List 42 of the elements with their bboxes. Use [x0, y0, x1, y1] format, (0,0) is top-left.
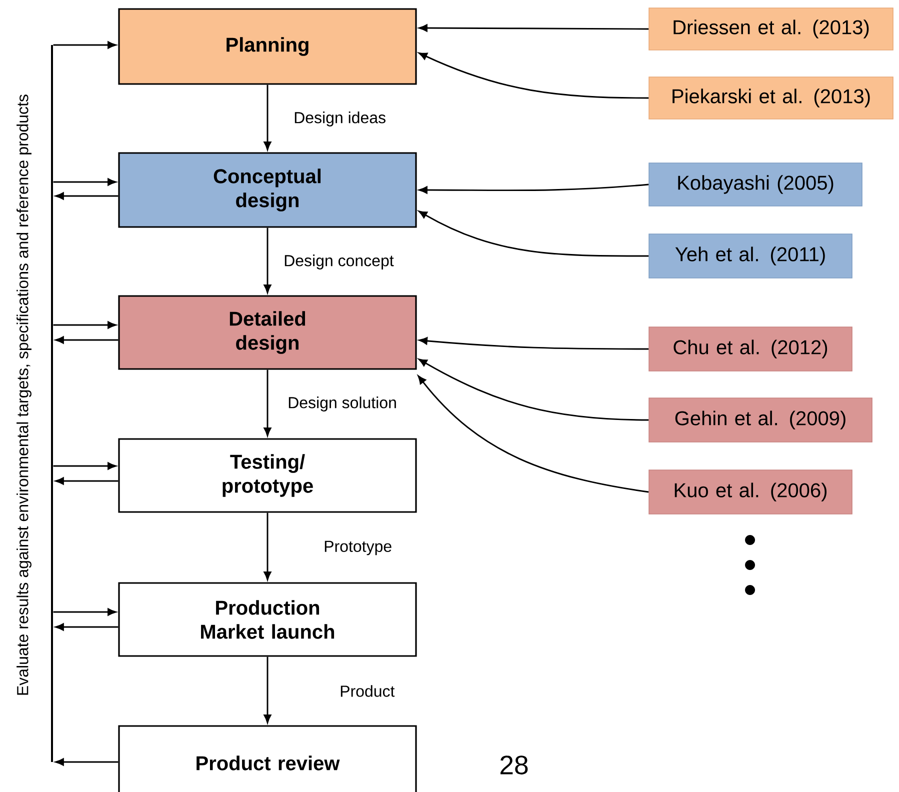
arrow [264, 84, 272, 150]
edge-label: Design solution [286, 395, 398, 413]
reference-box: Chu et al. (2012) [648, 326, 852, 372]
arrow [53, 608, 116, 616]
process-box: Conceptual design [118, 152, 417, 228]
arrow [55, 477, 118, 485]
reference-box: Kobayashi (2005) [648, 162, 862, 206]
process-box: Planning [118, 8, 417, 85]
arrow [418, 337, 649, 350]
arrow [264, 370, 272, 436]
arrow [418, 210, 649, 257]
process-box: Production Market launch [118, 582, 417, 657]
arrow [53, 462, 116, 470]
reference-box: Driessen et al. (2013) [648, 8, 894, 50]
arrow [55, 336, 118, 344]
arrow [53, 41, 116, 49]
arrow [55, 758, 118, 766]
arrow [55, 192, 118, 200]
arrow [53, 321, 116, 329]
arrow [418, 375, 649, 493]
process-box: Product review [118, 725, 417, 792]
reference-box: Piekarski et al. (2013) [648, 76, 894, 120]
arrow [418, 358, 649, 421]
vertical-text: Evaluate results against environmental targets, specifications and reference products [16, 94, 32, 695]
edge-label: Prototype [322, 540, 394, 556]
arrow [53, 178, 116, 186]
reference-box: Gehin et al. (2009) [648, 398, 872, 442]
reference-box: Yeh et al. (2011) [648, 234, 852, 278]
arrow [264, 228, 272, 294]
arrow [264, 656, 272, 724]
process-box: Testing/ prototype [118, 438, 417, 513]
edge-label: Product [338, 684, 396, 698]
edge-label: Design ideas [292, 110, 388, 128]
page-number: 28 [500, 756, 528, 774]
arrow [264, 512, 272, 580]
arrow [418, 24, 649, 32]
arrow [418, 184, 649, 194]
process-box: Detailed design [118, 295, 417, 370]
arrow [55, 623, 118, 631]
reference-box: Kuo et al. (2006) [648, 470, 852, 514]
arrow [418, 52, 649, 99]
edge-label: Design concept [282, 253, 396, 271]
